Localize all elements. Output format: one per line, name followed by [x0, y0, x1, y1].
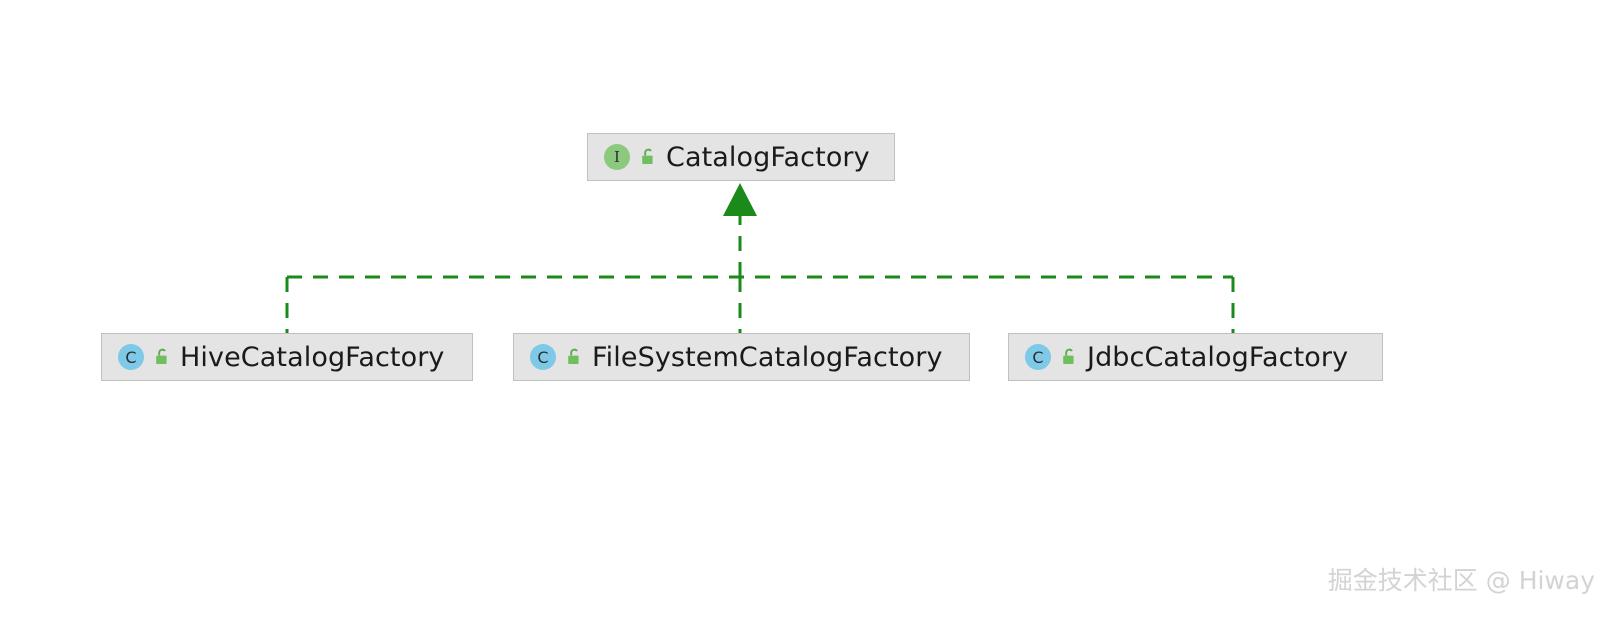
class-icon: C	[530, 344, 556, 370]
uml-node-label: JdbcCatalogFactory	[1087, 341, 1349, 373]
uml-node-label: CatalogFactory	[666, 141, 870, 173]
unlocked-padlock-icon	[1063, 348, 1074, 364]
uml-node-catalogfactory[interactable]: I CatalogFactory	[587, 133, 895, 181]
uml-node-filesystemcatalogfactory[interactable]: C FileSystemCatalogFactory	[513, 333, 970, 381]
unlocked-padlock-icon	[642, 148, 653, 164]
uml-node-label: HiveCatalogFactory	[180, 341, 445, 373]
interface-icon: I	[604, 144, 630, 170]
class-icon: C	[118, 344, 144, 370]
uml-node-jdbccatalogfactory[interactable]: C JdbcCatalogFactory	[1008, 333, 1383, 381]
watermark-text: 掘金技术社区 @ Hiway	[1327, 566, 1595, 595]
unlocked-padlock-icon	[156, 348, 167, 364]
uml-node-hivecatalogfactory[interactable]: C HiveCatalogFactory	[101, 333, 473, 381]
uml-node-label: FileSystemCatalogFactory	[592, 341, 943, 373]
realization-arrowhead	[723, 183, 757, 216]
unlocked-padlock-icon	[568, 348, 579, 364]
class-icon: C	[1025, 344, 1051, 370]
